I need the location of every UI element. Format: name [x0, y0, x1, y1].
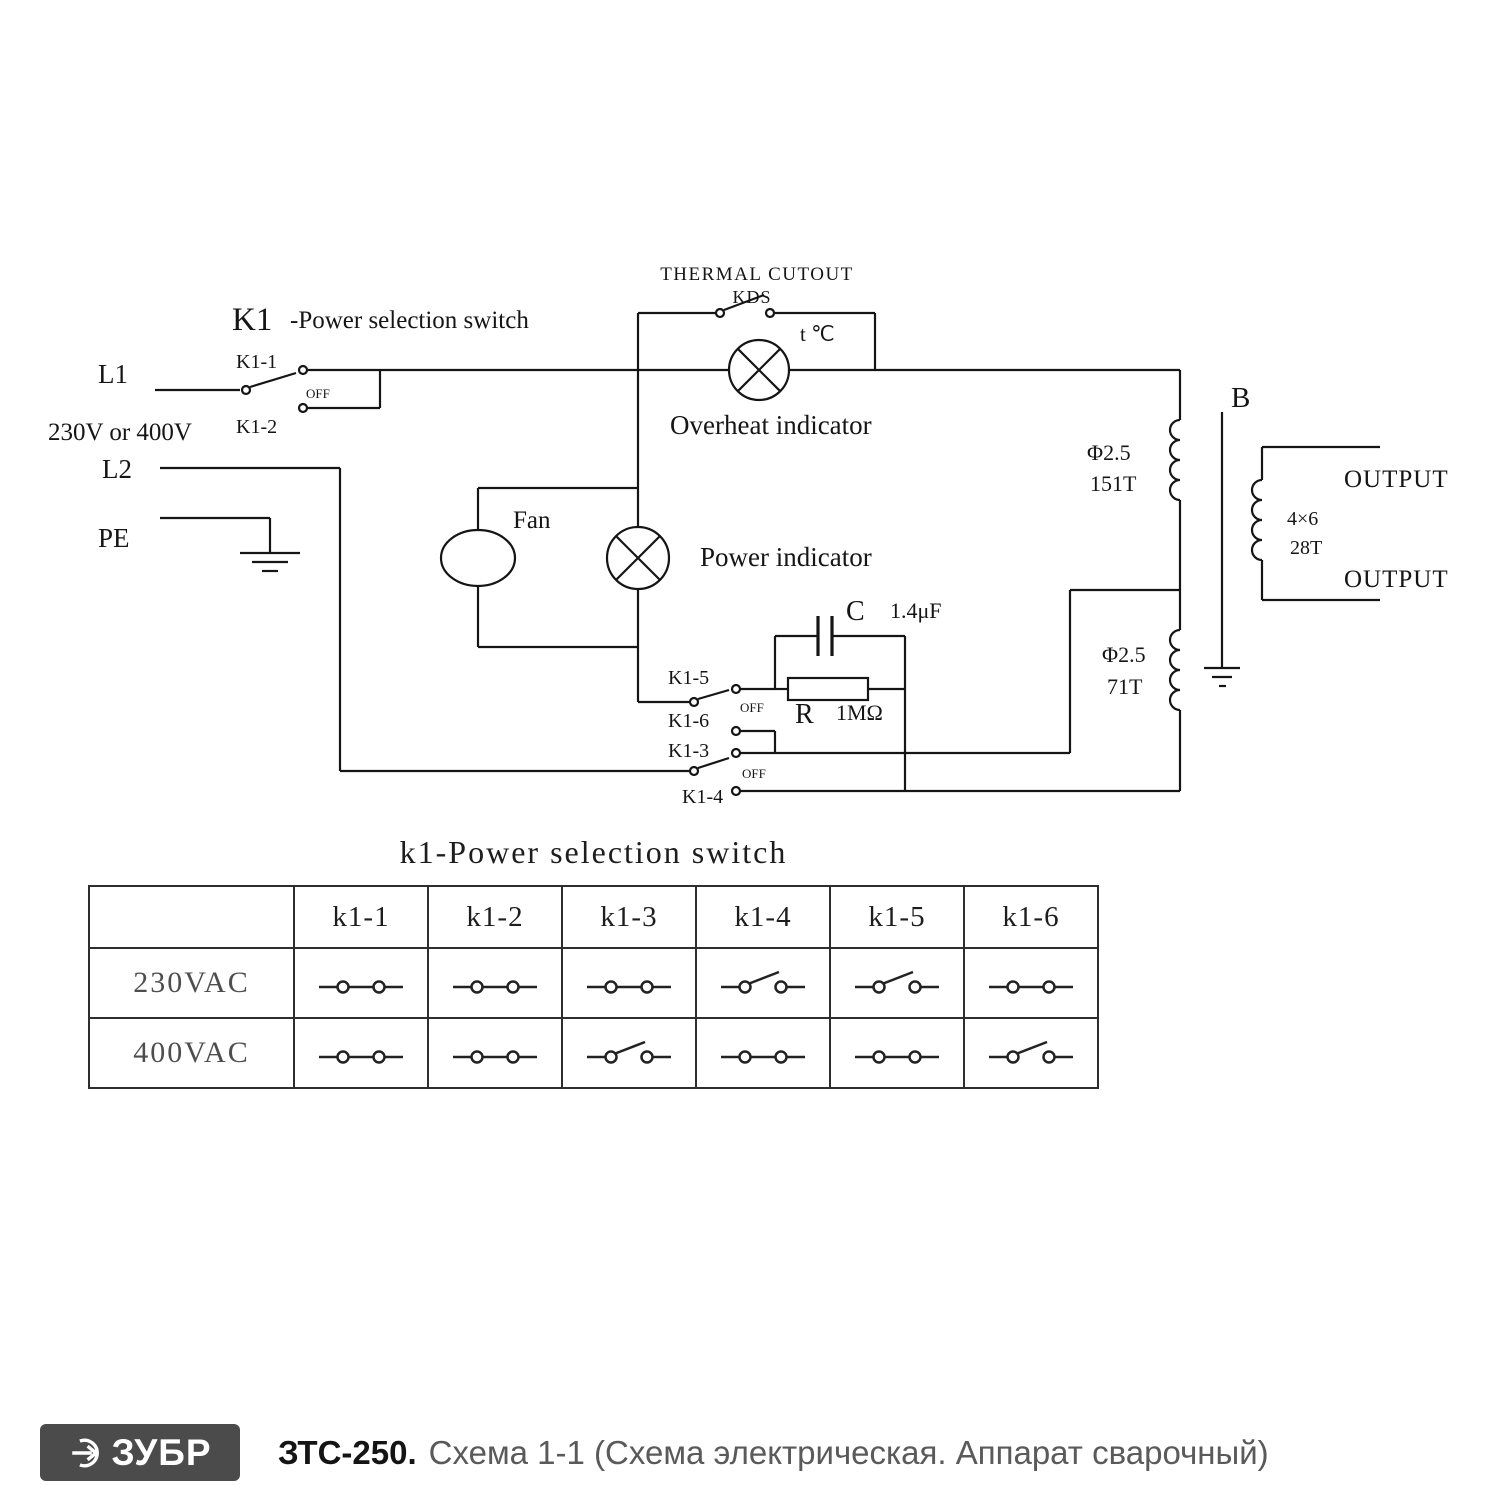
switch-cell-k1-6-400VAC [965, 1019, 1099, 1089]
overheat-indicator-label: Overheat indicator [670, 410, 872, 440]
footer: ЗУБР ЗТС-250. Схема 1-1 (Схема электричес… [40, 1424, 1269, 1481]
switch-open-symbol [855, 970, 939, 994]
k1-heading: K1 [232, 302, 272, 338]
k1-1-label: K1-1 [236, 351, 277, 373]
table-title: k1-Power selection switch [399, 834, 788, 870]
switch-cell-k1-3-400VAC [563, 1019, 697, 1089]
switch-closed-symbol [721, 1050, 805, 1064]
switch-contacts [240, 307, 776, 797]
column-header-k1-6: k1-6 [965, 887, 1099, 949]
output-bottom-label: OUTPUT [1344, 566, 1449, 593]
power-lamp-symbol [605, 525, 671, 591]
switch-open-symbol [721, 970, 805, 994]
off-label-input: OFF [306, 386, 330, 401]
brand-badge: ЗУБР [40, 1424, 240, 1481]
fan-symbol [439, 528, 517, 588]
core-ground-symbol [1204, 666, 1240, 688]
column-header-k1-5: k1-5 [831, 887, 965, 949]
thermal-temp-label: t ℃ [800, 322, 835, 346]
earth-ground-symbol [240, 551, 300, 573]
aux-winding-71t [1168, 628, 1181, 712]
k1-2-label: K1-2 [236, 416, 277, 438]
switch-open-symbol [587, 1040, 671, 1064]
primary-winding-151t [1168, 418, 1181, 502]
kds-label: KDS [732, 287, 771, 307]
switch-closed-symbol [319, 1050, 403, 1064]
switch-cell-k1-6-230VAC [965, 949, 1099, 1019]
scheme-description: Схема 1-1 (Схема электрическая. Аппарат … [428, 1433, 1269, 1471]
output-top-label: OUTPUT [1344, 466, 1449, 493]
table-corner-cell [90, 887, 295, 949]
switch-closed-symbol [453, 1050, 537, 1064]
k1-5-label: K1-5 [668, 667, 709, 689]
switch-cell-k1-2-400VAC [429, 1019, 563, 1089]
footer-caption: ЗТС-250. Схема 1-1 (Схема электрическая. … [278, 1434, 1269, 1472]
l1-label: L1 [98, 359, 128, 389]
switch-closed-symbol [855, 1050, 939, 1064]
column-header-k1-3: k1-3 [563, 887, 697, 949]
transformer-label: B [1231, 382, 1250, 414]
switch-closed-symbol [319, 980, 403, 994]
switch-cell-k1-1-230VAC [295, 949, 429, 1019]
circuit-wires [155, 293, 1380, 793]
aux-turns-label: 71T [1107, 674, 1143, 699]
secondary-turns-label: 28T [1290, 537, 1322, 559]
switch-cell-k1-1-400VAC [295, 1019, 429, 1089]
thermal-cutout-label: THERMAL CUTOUT [660, 264, 854, 285]
switch-cell-k1-2-230VAC [429, 949, 563, 1019]
off-label-mid: OFF [740, 700, 764, 715]
primary-turns-label: 151T [1090, 471, 1137, 496]
switch-closed-symbol [989, 980, 1073, 994]
k1-6-label: K1-6 [668, 710, 709, 732]
transformer-symbol [1168, 412, 1263, 712]
secondary-wire-label: 4×6 [1287, 508, 1318, 530]
resistor-symbol [786, 676, 870, 702]
k1-3-label: K1-3 [668, 740, 709, 762]
switch-cell-k1-3-230VAC [563, 949, 697, 1019]
power-indicator-label: Power indicator [700, 542, 872, 572]
overheat-lamp-symbol [727, 338, 791, 402]
k1-heading-desc: -Power selection switch [290, 307, 529, 334]
fan-label: Fan [513, 507, 551, 534]
secondary-winding-28t [1250, 478, 1263, 562]
aux-wire-label: Φ2.5 [1102, 642, 1146, 667]
switch-open-symbol [989, 1040, 1073, 1064]
capacitor-label: C [846, 596, 865, 627]
brand-arrow-icon [72, 1438, 100, 1467]
voltage-label: 230V or 400V [48, 419, 192, 446]
off-label-low: OFF [742, 766, 766, 781]
row-label-230VAC: 230VAC [90, 949, 295, 1019]
resistor-label: R [795, 699, 814, 730]
capacitor-value: 1.4μF [890, 598, 942, 623]
switch-cell-k1-5-400VAC [831, 1019, 965, 1089]
switch-closed-symbol [453, 980, 537, 994]
l2-label: L2 [102, 454, 132, 484]
resistor-value: 1MΩ [836, 700, 883, 725]
column-header-k1-4: k1-4 [697, 887, 831, 949]
capacitor-symbol [816, 616, 834, 656]
row-label-400VAC: 400VAC [90, 1019, 295, 1089]
welding-circuit-schematic: THERMAL CUTOUT KDS K1 -Power selection s… [48, 264, 1449, 808]
switch-cell-k1-4-400VAC [697, 1019, 831, 1089]
primary-wire-label: Φ2.5 [1087, 440, 1131, 465]
switch-cell-k1-5-230VAC [831, 949, 965, 1019]
switch-cell-k1-4-230VAC [697, 949, 831, 1019]
model-number: ЗТС-250. [278, 1433, 417, 1471]
column-header-k1-1: k1-1 [295, 887, 429, 949]
brand-name: ЗУБР [111, 1431, 212, 1473]
switch-closed-symbol [587, 980, 671, 994]
pe-label: PE [98, 523, 130, 553]
k1-4-label: K1-4 [682, 786, 723, 808]
column-header-k1-2: k1-2 [429, 887, 563, 949]
